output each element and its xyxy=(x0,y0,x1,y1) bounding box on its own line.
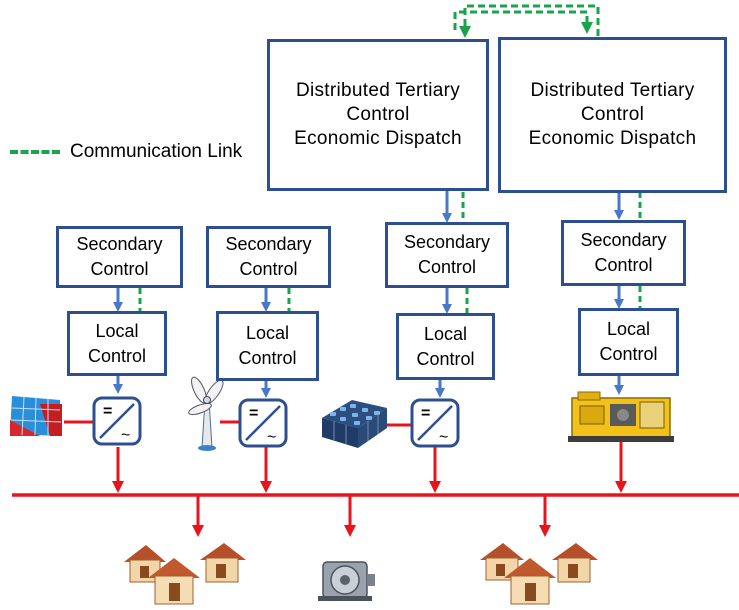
local-control-label: Local Control xyxy=(87,320,147,366)
local-control-label: Local Control xyxy=(238,323,297,368)
secondary-control-label: Secondary Control xyxy=(580,230,667,275)
local-control-label: Local Control xyxy=(599,319,658,364)
tertiary-control-box-1: Distributed Tertiary Control Economic Di… xyxy=(267,39,489,191)
local-control-box-2: Local Control xyxy=(216,311,319,381)
communication-links xyxy=(138,192,642,313)
dc-symbol: = xyxy=(249,405,258,422)
secondary-control-box-2: Secondary Control xyxy=(206,226,331,288)
secondary-control-box-3: Secondary Control xyxy=(385,222,509,288)
tertiary-communication-link xyxy=(453,4,600,38)
local-control-label: Local Control xyxy=(416,323,475,369)
diesel-generator-icon xyxy=(568,391,674,442)
legend: Communication Link xyxy=(10,140,242,164)
battery-bank-icon xyxy=(322,400,387,448)
dc-symbol: = xyxy=(421,405,430,422)
converter-2: = ~ xyxy=(238,398,288,448)
converter-3: = ~ xyxy=(410,398,460,448)
tertiary-control-box-2: Distributed Tertiary Control Economic Di… xyxy=(498,37,727,193)
ac-symbol: ~ xyxy=(439,429,448,446)
houses-icon xyxy=(480,543,598,605)
secondary-control-box-1: Secondary Control xyxy=(56,226,183,288)
secondary-control-label: Secondary Control xyxy=(76,234,163,279)
power-network xyxy=(12,420,739,537)
converter-1: = ~ xyxy=(92,396,142,446)
local-control-box-3: Local Control xyxy=(396,313,495,380)
control-arrows xyxy=(113,190,624,398)
communication-link-swatch xyxy=(10,150,60,154)
local-control-box-4: Local Control xyxy=(578,308,679,376)
wind-turbine-icon xyxy=(188,376,224,451)
houses-icon xyxy=(124,543,246,605)
ac-symbol: ~ xyxy=(121,427,130,444)
tertiary-control-label: Distributed Tertiary Control Economic Di… xyxy=(294,80,462,149)
industrial-motor-icon xyxy=(318,561,375,601)
local-control-box-1: Local Control xyxy=(67,311,167,376)
tertiary-control-label: Distributed Tertiary Control Economic Di… xyxy=(528,80,697,149)
secondary-control-label: Secondary Control xyxy=(403,232,491,277)
legend-label: Communication Link xyxy=(70,141,243,162)
ac-symbol: ~ xyxy=(267,429,276,446)
dc-symbol: = xyxy=(103,403,112,420)
secondary-control-label: Secondary Control xyxy=(225,234,312,279)
solar-panel-icon xyxy=(10,396,62,436)
secondary-control-box-4: Secondary Control xyxy=(561,220,686,286)
